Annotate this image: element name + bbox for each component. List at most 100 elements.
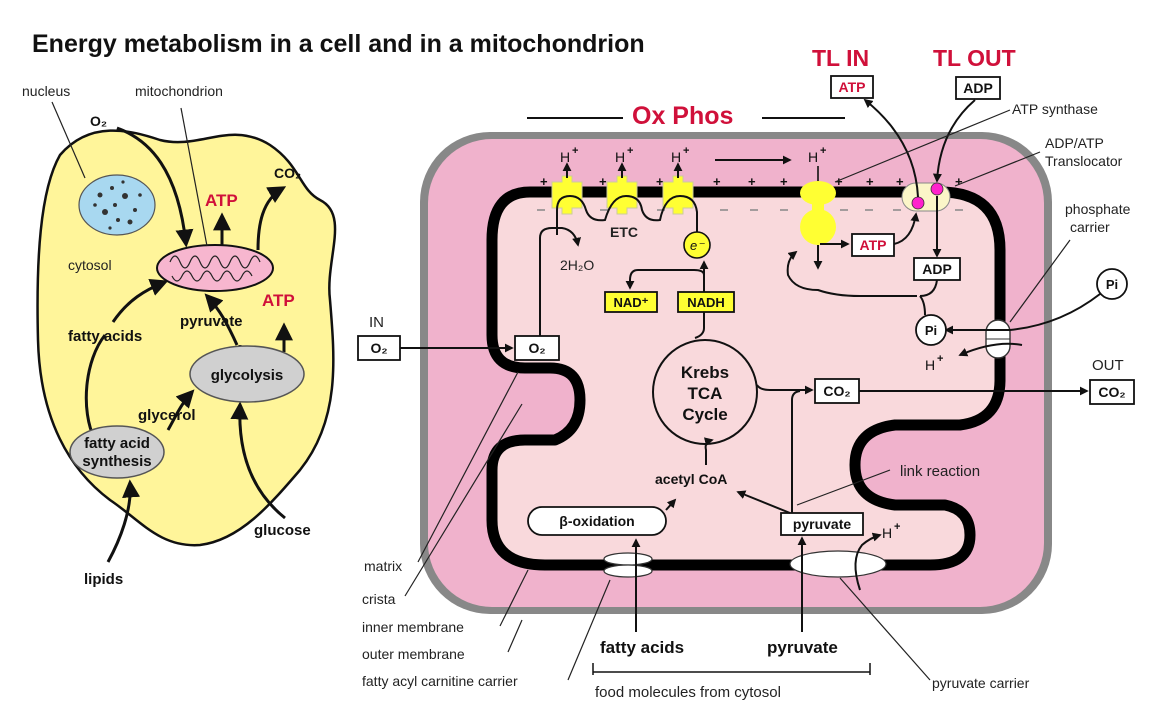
inner-atp-box: [851, 233, 895, 257]
nucleus-chromatin: [93, 180, 142, 230]
inner-membrane-leader: [499, 569, 529, 627]
svg-text:+: +: [748, 174, 756, 189]
h-plus-labels: H+ H+ H+ H+: [560, 145, 826, 165]
svg-text:+: +: [656, 174, 664, 189]
label-phosphate-carrier-1: phosphate: [1065, 201, 1131, 217]
label-krebs-2: TCA: [688, 384, 723, 403]
label-mitochondrion: mitochondrion: [135, 83, 223, 99]
cell-panel: nucleus mitochondrion cytosol O₂ CO₂ ATP…: [22, 83, 337, 588]
label-tl-in: TL IN: [812, 45, 869, 71]
svg-text:H: H: [560, 149, 570, 165]
mitochondrion-panel: ++++ ++++ ++ H+ H+ H+ H+ ETC: [357, 45, 1135, 701]
pi-outside-node: [1096, 268, 1128, 300]
svg-text:+: +: [955, 174, 963, 189]
fatty-acyl-carrier-top: [603, 552, 653, 566]
pi-inside-node: [915, 314, 947, 346]
label-tl-out-adp: ADP: [963, 80, 993, 96]
matrix-leader: [417, 371, 519, 563]
label-nucleus: nucleus: [22, 83, 70, 99]
etc-complexes: [551, 162, 698, 235]
co2-arrow: [256, 186, 287, 251]
tl-out-adp-box: [955, 76, 1001, 100]
cristae: [169, 255, 261, 269]
label-pi-outside: Pi: [1106, 277, 1118, 292]
link-reaction-leader: [796, 469, 891, 506]
label-h-plus-pi: H: [925, 357, 935, 373]
label-link-reaction: link reaction: [900, 463, 980, 480]
label-translocator-1: ADP/ATP: [1045, 135, 1104, 151]
label-pyruvate: pyruvate: [180, 313, 243, 330]
label-cytosol: cytosol: [68, 257, 112, 273]
pi-merge-line: [919, 295, 926, 316]
label-tl-in-atp: ATP: [839, 79, 866, 95]
label-pyruvate-in: pyruvate: [767, 638, 838, 657]
label-beta-oxidation: β-oxidation: [559, 513, 634, 529]
label-translocator-2: Translocator: [1045, 153, 1123, 169]
label-pi-inside: Pi: [925, 323, 937, 338]
pyruvate-box: [780, 512, 864, 536]
glycerol-arrow: [166, 389, 195, 431]
label-inner-adp: ADP: [922, 261, 952, 277]
positive-charges: ++++ ++++ ++: [540, 174, 963, 189]
adp-merge-line: [919, 279, 938, 297]
o2-to-water-arrow: [539, 227, 581, 350]
pyruvate-arrow: [204, 293, 239, 346]
beta-oxidation-to-acetyl-arrow: [665, 498, 677, 511]
diagram-title: Energy metabolism in a cell and in a mit…: [32, 30, 645, 58]
label-glucose: glucose: [254, 522, 311, 539]
tl-in-atp-box: [830, 75, 874, 99]
atp-to-translocator-arrow: [893, 212, 920, 245]
inner-membrane: [486, 186, 1006, 571]
translocator-site-adp: [930, 182, 944, 196]
label-atp-glycolysis: ATP: [262, 291, 295, 310]
phosphate-carrier-leader: [1009, 239, 1071, 323]
o2-in-box: [357, 335, 401, 361]
label-o2-matrix: O₂: [528, 340, 545, 356]
pyruvate-carrier-shape: [789, 550, 887, 578]
o2-matrix-box: [514, 335, 560, 361]
svg-text:H: H: [671, 149, 681, 165]
label-phosphate-carrier-2: carrier: [1070, 219, 1110, 235]
label-co2-out: CO₂: [1098, 384, 1125, 400]
krebs-to-nadh-line: [694, 312, 705, 339]
nadh-box: [677, 291, 735, 313]
label-atp-synthase: ATP synthase: [1012, 101, 1098, 117]
label-nad: NAD⁺: [613, 295, 648, 310]
glucose-arrow: [230, 401, 286, 520]
label-nadh: NADH: [687, 295, 725, 310]
svg-text:H: H: [808, 149, 818, 165]
label-out: OUT: [1092, 357, 1124, 374]
co2-matrix-box: [814, 378, 860, 404]
mitochondrion-leader: [180, 107, 208, 247]
label-krebs-3: Cycle: [682, 405, 727, 424]
fatty-acids-arrow: [111, 278, 169, 323]
fatty-acid-synthesis-node: [69, 425, 165, 479]
svg-text:+: +: [627, 145, 633, 157]
svg-text:+: +: [820, 145, 826, 157]
food-bracket: [592, 663, 871, 675]
label-water: 2H₂O: [560, 257, 594, 273]
label-fatty-acids-in: fatty acids: [600, 638, 684, 657]
svg-text:+: +: [937, 353, 943, 365]
svg-text:+: +: [835, 174, 843, 189]
label-o2: O₂: [90, 113, 107, 129]
label-crista: crista: [362, 591, 396, 607]
pi-import-arrow: [944, 293, 1101, 335]
svg-text:+: +: [572, 145, 578, 157]
label-inner-atp: ATP: [860, 237, 887, 253]
svg-text:+: +: [894, 521, 900, 533]
nadh-to-nad-arrow: [625, 269, 705, 290]
complex-2: [606, 175, 638, 215]
label-inner-membrane: inner membrane: [362, 619, 464, 635]
svg-text:+: +: [896, 174, 904, 189]
co2-out-box: [1089, 379, 1135, 405]
nad-box: [604, 291, 658, 313]
o2-arrow: [116, 126, 194, 248]
electron-path: [556, 194, 698, 235]
lipids-arrow: [106, 479, 141, 563]
label-fatty-acid-synthesis-2: synthesis: [82, 453, 151, 470]
fatty-acyl-carrier-bottom: [603, 564, 653, 578]
pyruvate-to-co2-line: [791, 390, 801, 513]
label-tl-out: TL OUT: [933, 45, 1016, 71]
adp-pi-loop-arrow: [786, 250, 917, 297]
